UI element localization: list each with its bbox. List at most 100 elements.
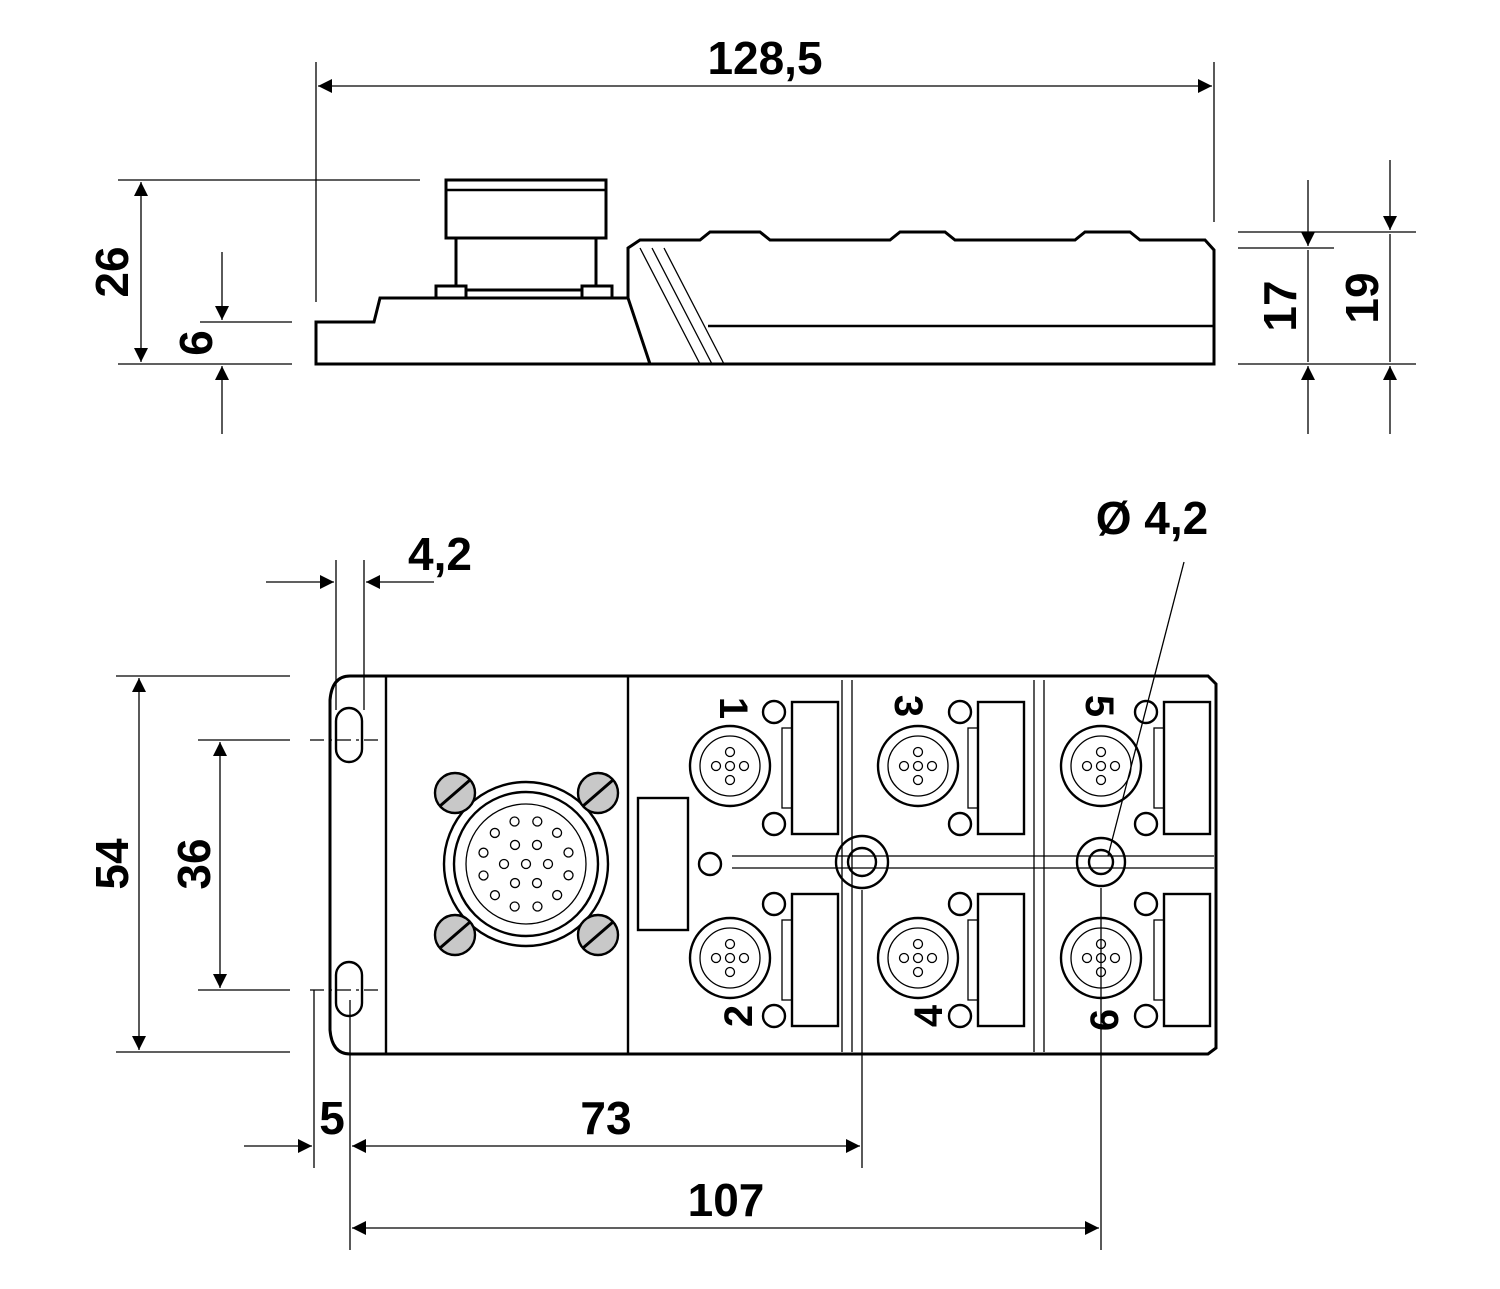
top-base-plate <box>328 674 1218 1056</box>
m12-port-face <box>699 927 761 989</box>
main-connector-ring <box>452 790 600 938</box>
m12-port-ring <box>688 724 772 808</box>
dim-length-label: 128,5 <box>707 32 822 84</box>
dim-height-total-label: 26 <box>86 246 138 297</box>
center-hole-2-outer <box>1075 836 1127 888</box>
side-hatch-2 <box>651 247 713 365</box>
dim-edge-offset-label: 5 <box>319 1092 345 1144</box>
leader-hole-diameter <box>1107 561 1185 857</box>
port-number-2: 2 <box>717 1005 761 1027</box>
m12-port-led-b <box>1133 1003 1159 1029</box>
m12-pin <box>912 774 924 786</box>
screw-bottom-right <box>576 913 620 957</box>
m12-port-led-b <box>1133 811 1159 837</box>
m12-pin <box>710 952 722 964</box>
connector-pin <box>509 816 520 827</box>
m12-port-face <box>699 735 761 797</box>
dim-height-ports-label: 19 <box>1336 272 1388 323</box>
port-number-1: 1 <box>711 697 755 719</box>
port-number-5: 5 <box>1077 695 1121 717</box>
m12-pin <box>898 760 910 772</box>
connector-pin <box>551 827 563 838</box>
dim-to-last-label: 107 <box>688 1174 765 1226</box>
screw-top-left <box>433 771 477 815</box>
center-hole-1-inner <box>846 846 878 878</box>
connector-pin <box>531 877 543 889</box>
main-connector-pins <box>478 816 574 912</box>
m12-port-ring <box>876 724 960 808</box>
m12-pin <box>724 952 736 964</box>
m12-pin <box>724 966 736 978</box>
side-hatch-1 <box>639 247 701 365</box>
m12-port-led-a <box>1133 891 1159 917</box>
connector-pin <box>531 839 543 851</box>
connector-pin <box>478 870 489 881</box>
mount-slot-top <box>334 706 364 764</box>
main-connector-outer <box>442 780 610 948</box>
m12-pin <box>898 952 910 964</box>
m12-pin <box>738 760 750 772</box>
m12-pin <box>724 938 736 950</box>
side-hatch-3 <box>663 247 725 365</box>
side-view: 128,5 26 6 17 19 <box>86 32 1416 434</box>
m12-port-latch <box>1153 919 1165 1001</box>
connector-pin <box>489 827 500 839</box>
m12-port-face <box>887 927 949 989</box>
dim-height-housing-label: 17 <box>1254 280 1306 331</box>
m12-port-ring <box>1059 724 1143 808</box>
connector-pin <box>563 847 574 858</box>
m12-port-led-b <box>947 1003 973 1029</box>
connector-pin <box>498 858 510 870</box>
m12-port-led-b <box>761 1003 787 1029</box>
side-connector-clip-left <box>434 284 468 300</box>
side-base-plate <box>314 296 653 366</box>
m12-port-latch <box>781 919 793 1001</box>
connector-pin <box>520 858 532 870</box>
m12-port-led-a <box>947 699 973 725</box>
connector-pin <box>532 816 543 827</box>
m12-port-latch <box>1153 727 1165 809</box>
dim-hole-diameter-label: Ø 4,2 <box>1096 492 1209 544</box>
m12-pin <box>1081 760 1093 772</box>
connector-pin <box>509 901 520 912</box>
m12-port-led-a <box>947 891 973 917</box>
connector-pin <box>552 889 563 901</box>
m12-port-4 <box>876 891 1026 1029</box>
m12-pin <box>1081 952 1093 964</box>
m12-pin <box>912 952 924 964</box>
port-number-4: 4 <box>907 1004 951 1027</box>
m12-pin <box>1109 952 1121 964</box>
side-connector-neck <box>454 236 598 292</box>
top-view: 1 2 3 4 5 6 4,2 Ø 4,2 54 36 5 73 <box>86 492 1218 1250</box>
m12-port-face <box>887 735 949 797</box>
port-number-6: 6 <box>1083 1009 1127 1031</box>
port-number-3: 3 <box>886 695 930 717</box>
label-field <box>636 796 690 932</box>
m12-port-led-b <box>761 811 787 837</box>
m12-port-1 <box>688 699 840 837</box>
m12-port-led-a <box>761 891 787 917</box>
m12-pin <box>738 952 750 964</box>
m12-pin <box>912 746 924 758</box>
m12-port-led-a <box>761 699 787 725</box>
screw-bottom-left <box>433 913 477 957</box>
m12-pin <box>926 952 938 964</box>
m12-port-2 <box>688 891 840 1029</box>
m12-port-led-a <box>1133 699 1159 725</box>
side-housing <box>626 230 1216 366</box>
dim-height-base-label: 6 <box>170 330 222 356</box>
connector-pin <box>563 870 574 881</box>
dim-width-label: 54 <box>86 838 138 890</box>
screw-top-right <box>576 771 620 815</box>
mount-slot-bottom <box>334 960 364 1018</box>
m12-port-led-b <box>947 811 973 837</box>
status-led-main <box>697 851 723 877</box>
m12-pin <box>912 938 924 950</box>
main-connector-face <box>465 803 587 925</box>
m12-pin <box>724 774 736 786</box>
m12-port-latch <box>967 919 979 1001</box>
connector-pin <box>489 890 501 901</box>
m12-pin <box>1095 760 1107 772</box>
m12-pin <box>710 760 722 772</box>
